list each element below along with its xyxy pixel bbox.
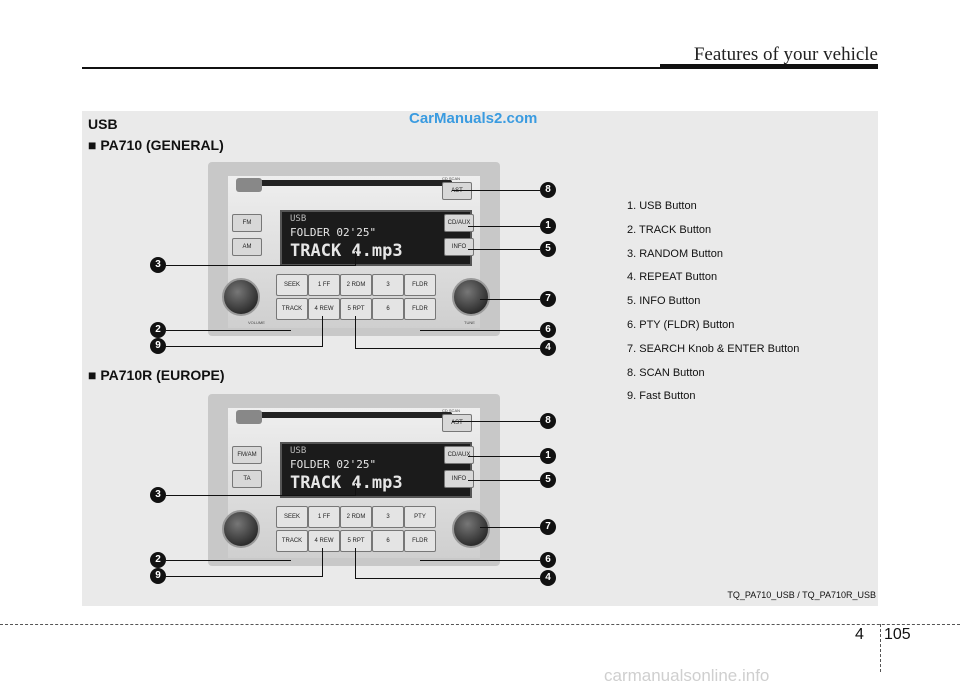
page-header-title: Features of your vehicle bbox=[693, 44, 878, 65]
callout-9: 9 bbox=[150, 338, 166, 354]
radio-unit-europe: CD SCAN AST FM/AM TA USB FOLDER 02'25" T… bbox=[208, 394, 500, 566]
volume-knob[interactable] bbox=[222, 278, 260, 316]
lcd-folder-time-eu: FOLDER 02'25" bbox=[290, 458, 377, 471]
watermark-link[interactable]: CarManuals2.com bbox=[409, 110, 538, 127]
callout-1: 1 bbox=[540, 218, 556, 234]
button-legend: 1. USB Button 2. TRACK Button 3. RANDOM … bbox=[627, 195, 799, 409]
legend-item: 8. SCAN Button bbox=[627, 366, 705, 379]
watermark-bottom: carmanualsonline.info bbox=[604, 666, 770, 685]
tune-label: TUNE bbox=[464, 320, 475, 325]
eject-button-eu[interactable] bbox=[236, 410, 262, 424]
lcd-folder-time: FOLDER 02'25" bbox=[290, 226, 377, 239]
callout-8: 8 bbox=[540, 182, 556, 198]
preset-4-rew-button[interactable]: 4 REW bbox=[308, 298, 340, 320]
callout-6-eu: 6 bbox=[540, 552, 556, 568]
legend-item: 7. SEARCH Knob & ENTER Button bbox=[627, 342, 800, 355]
preset-6-button-eu[interactable]: 6 bbox=[372, 530, 404, 552]
seek-button-eu[interactable]: SEEK bbox=[276, 506, 308, 528]
subtitle-europe: ■ PA710R (EUROPE) bbox=[88, 367, 225, 383]
page-number: 105 bbox=[884, 626, 911, 643]
callout-3: 3 bbox=[150, 257, 166, 273]
preset-2-rdm-button[interactable]: 2 RDM bbox=[340, 274, 372, 296]
preset-3-button-eu[interactable]: 3 bbox=[372, 506, 404, 528]
legend-item: 6. PTY (FLDR) Button bbox=[627, 318, 735, 331]
callout-2: 2 bbox=[150, 322, 166, 338]
callout-3-eu: 3 bbox=[150, 487, 166, 503]
legend-item: 5. INFO Button bbox=[627, 295, 701, 308]
header-rule bbox=[82, 67, 878, 69]
callout-7-eu: 7 bbox=[540, 519, 556, 535]
figure-caption: TQ_PA710_USB / TQ_PA710R_USB bbox=[727, 590, 876, 600]
preset-5-rpt-button[interactable]: 5 RPT bbox=[340, 298, 372, 320]
header-bar bbox=[660, 64, 878, 69]
legend-item: 2. TRACK Button bbox=[627, 223, 712, 236]
search-knob[interactable] bbox=[452, 278, 490, 316]
preset-1-ff-button-eu[interactable]: 1 FF bbox=[308, 506, 340, 528]
track-button[interactable]: TRACK bbox=[276, 298, 308, 320]
lcd-track-eu: TRACK 4.mp3 bbox=[290, 473, 403, 493]
seek-button[interactable]: SEEK bbox=[276, 274, 308, 296]
preset-6-button[interactable]: 6 bbox=[372, 298, 404, 320]
fm-button[interactable]: FM bbox=[232, 214, 262, 232]
info-button[interactable]: INFO bbox=[444, 238, 474, 256]
callout-5-eu: 5 bbox=[540, 472, 556, 488]
cd-scan-label-eu: CD SCAN bbox=[442, 408, 461, 413]
callout-4-eu: 4 bbox=[540, 570, 556, 586]
callout-6: 6 bbox=[540, 322, 556, 338]
search-knob-eu[interactable] bbox=[452, 510, 490, 548]
footer-vertical-divider bbox=[880, 624, 881, 672]
footer-divider bbox=[0, 624, 960, 625]
fldr-down-button[interactable]: FLDR bbox=[404, 298, 436, 320]
volume-label: VOLUME bbox=[248, 320, 265, 325]
volume-knob-eu[interactable] bbox=[222, 510, 260, 548]
am-button[interactable]: AM bbox=[232, 238, 262, 256]
info-button-eu[interactable]: INFO bbox=[444, 470, 474, 488]
fldr-button-eu[interactable]: FLDR bbox=[404, 530, 436, 552]
lcd-mode: USB bbox=[290, 214, 307, 224]
subtitle-general: ■ PA710 (GENERAL) bbox=[88, 137, 224, 153]
callout-8-eu: 8 bbox=[540, 413, 556, 429]
cd-aux-button[interactable]: CD/AUX bbox=[444, 214, 474, 232]
pty-button[interactable]: PTY bbox=[404, 506, 436, 528]
preset-4-rew-button-eu[interactable]: 4 REW bbox=[308, 530, 340, 552]
lcd-track: TRACK 4.mp3 bbox=[290, 241, 403, 261]
cd-aux-button-eu[interactable]: CD/AUX bbox=[444, 446, 474, 464]
eject-button[interactable] bbox=[236, 178, 262, 192]
preset-5-rpt-button-eu[interactable]: 5 RPT bbox=[340, 530, 372, 552]
fldr-up-button[interactable]: FLDR bbox=[404, 274, 436, 296]
callout-4: 4 bbox=[540, 340, 556, 356]
section-title: USB bbox=[88, 116, 118, 132]
cd-scan-label: CD SCAN bbox=[442, 176, 461, 181]
callout-9-eu: 9 bbox=[150, 568, 166, 584]
callout-1-eu: 1 bbox=[540, 448, 556, 464]
legend-item: 4. REPEAT Button bbox=[627, 271, 718, 284]
lcd-display: USB FOLDER 02'25" TRACK 4.mp3 bbox=[280, 210, 472, 266]
ta-button[interactable]: TA bbox=[232, 470, 262, 488]
fm-am-button[interactable]: FM/AM bbox=[232, 446, 262, 464]
lcd-display-eu: USB FOLDER 02'25" TRACK 4.mp3 bbox=[280, 442, 472, 498]
lcd-mode-eu: USB bbox=[290, 446, 307, 456]
legend-item: 3. RANDOM Button bbox=[627, 247, 723, 260]
legend-item: 9. Fast Button bbox=[627, 390, 696, 403]
preset-1-ff-button[interactable]: 1 FF bbox=[308, 274, 340, 296]
preset-3-button[interactable]: 3 bbox=[372, 274, 404, 296]
callout-5: 5 bbox=[540, 241, 556, 257]
radio-unit-general: CD SCAN AST FM AM USB FOLDER 02'25" TRAC… bbox=[208, 162, 500, 336]
callout-7: 7 bbox=[540, 291, 556, 307]
preset-2-rdm-button-eu[interactable]: 2 RDM bbox=[340, 506, 372, 528]
chapter-number: 4 bbox=[855, 626, 864, 643]
ast-button-eu[interactable]: AST bbox=[442, 414, 472, 432]
callout-2-eu: 2 bbox=[150, 552, 166, 568]
legend-item: 1. USB Button bbox=[627, 200, 697, 212]
track-button-eu[interactable]: TRACK bbox=[276, 530, 308, 552]
ast-button[interactable]: AST bbox=[442, 182, 472, 200]
